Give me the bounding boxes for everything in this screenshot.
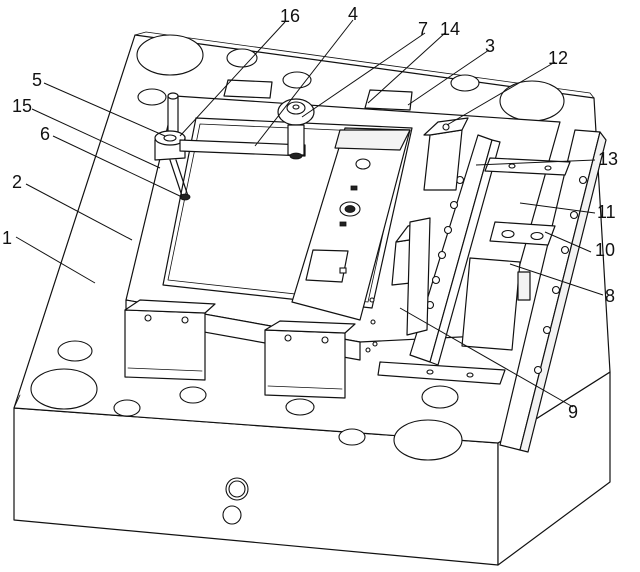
leader-lines [15, 19, 604, 408]
callout-12: 12 [548, 48, 568, 68]
callout-1: 1 [2, 228, 12, 248]
front-clamp-blocks [124, 299, 356, 399]
front-small-hole [222, 505, 242, 525]
callout-15: 15 [12, 96, 32, 116]
callout-2: 2 [12, 172, 22, 192]
callout-4: 4 [348, 4, 358, 24]
slider-block [291, 127, 411, 353]
base-plate-holes [30, 34, 565, 461]
callout-8: 8 [605, 286, 615, 306]
locating-block-12 [423, 117, 469, 191]
callout-7: 7 [418, 19, 428, 39]
callout-10: 10 [595, 240, 615, 260]
callout-16: 16 [280, 6, 300, 26]
callout-3: 3 [485, 36, 495, 56]
callout-13: 13 [598, 149, 618, 169]
callout-labels: 1 2 3 4 5 6 7 8 9 10 11 12 13 14 15 16 [2, 4, 618, 422]
guide-arm-assembly [154, 92, 315, 201]
callout-6: 6 [40, 124, 50, 144]
callout-5: 5 [32, 70, 42, 90]
rail-pegs [425, 175, 588, 375]
wedge-block [391, 217, 431, 336]
guide-rail-assembly [377, 129, 607, 453]
callout-9: 9 [568, 402, 578, 422]
callout-11: 11 [597, 202, 616, 222]
callout-14: 14 [440, 19, 460, 39]
